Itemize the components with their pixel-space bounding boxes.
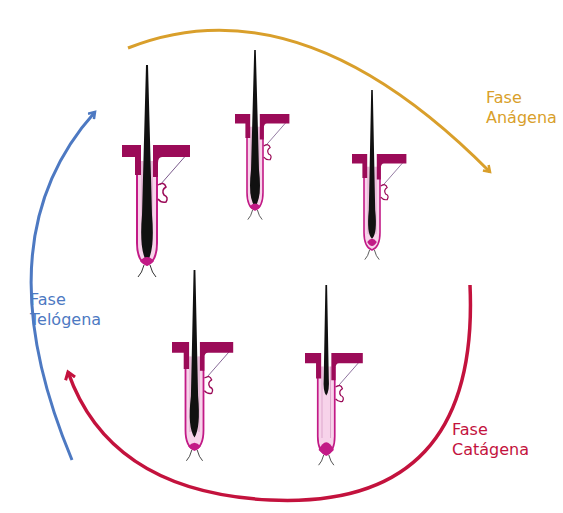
catagen-arrow [68, 285, 470, 500]
hair-follicle [122, 65, 190, 277]
hair-follicle [172, 270, 233, 461]
phase-label: Fase Anágena [486, 88, 558, 128]
hair-follicle [305, 285, 363, 465]
hair-follicle [352, 90, 406, 260]
phase-label: Fase Catágena [452, 420, 532, 460]
hair-follicle [235, 50, 289, 220]
phase-label: Fase Telógena [30, 290, 110, 330]
telogen-arrow [31, 112, 95, 460]
